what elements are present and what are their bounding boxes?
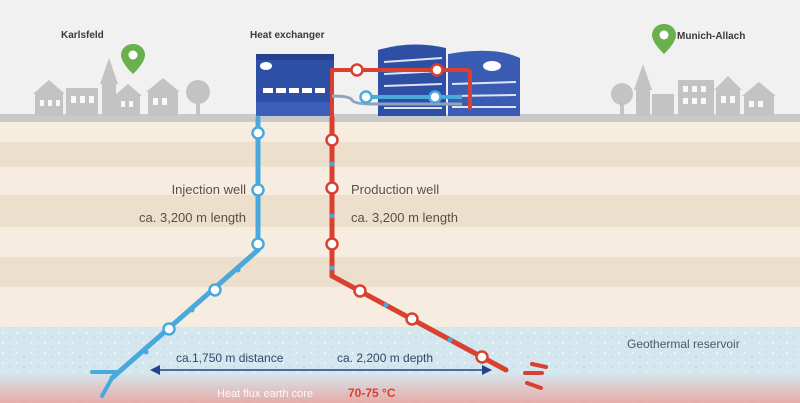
distance-label: ca.1,750 m distance (176, 351, 284, 365)
logo-icon (260, 62, 272, 70)
depth-label: ca. 2,200 m depth (337, 351, 433, 365)
production-flow-markers (325, 133, 489, 364)
surface-flow-markers (350, 63, 444, 104)
heat-exchanger-label: Heat exchanger (250, 30, 325, 41)
karlsfeld-pin-icon (121, 44, 145, 74)
heat-exchanger-building (256, 54, 334, 116)
production-well-label: Production well (351, 182, 439, 197)
surface-pipes (330, 68, 472, 130)
munich-allach-label: Munich-Allach (677, 31, 745, 42)
heat-flux-band (0, 373, 800, 403)
distance-arrow (150, 365, 492, 375)
munich-allach-pin-icon (652, 24, 676, 54)
karlsfeld-label: Karlsfeld (61, 30, 104, 41)
heat-flux-label: Heat flux earth core (217, 388, 313, 400)
injection-flow-markers (143, 126, 265, 355)
office-logo-icon (483, 61, 501, 71)
geothermal-reservoir-label: Geothermal reservoir (627, 337, 740, 351)
injection-well-label: Injection well (172, 182, 247, 197)
injection-well-length: ca. 3,200 m length (139, 210, 246, 225)
production-well-length: ca. 3,200 m length (351, 210, 458, 225)
ground-strata (0, 114, 800, 327)
temperature-label: 70-75 °C (348, 386, 396, 400)
